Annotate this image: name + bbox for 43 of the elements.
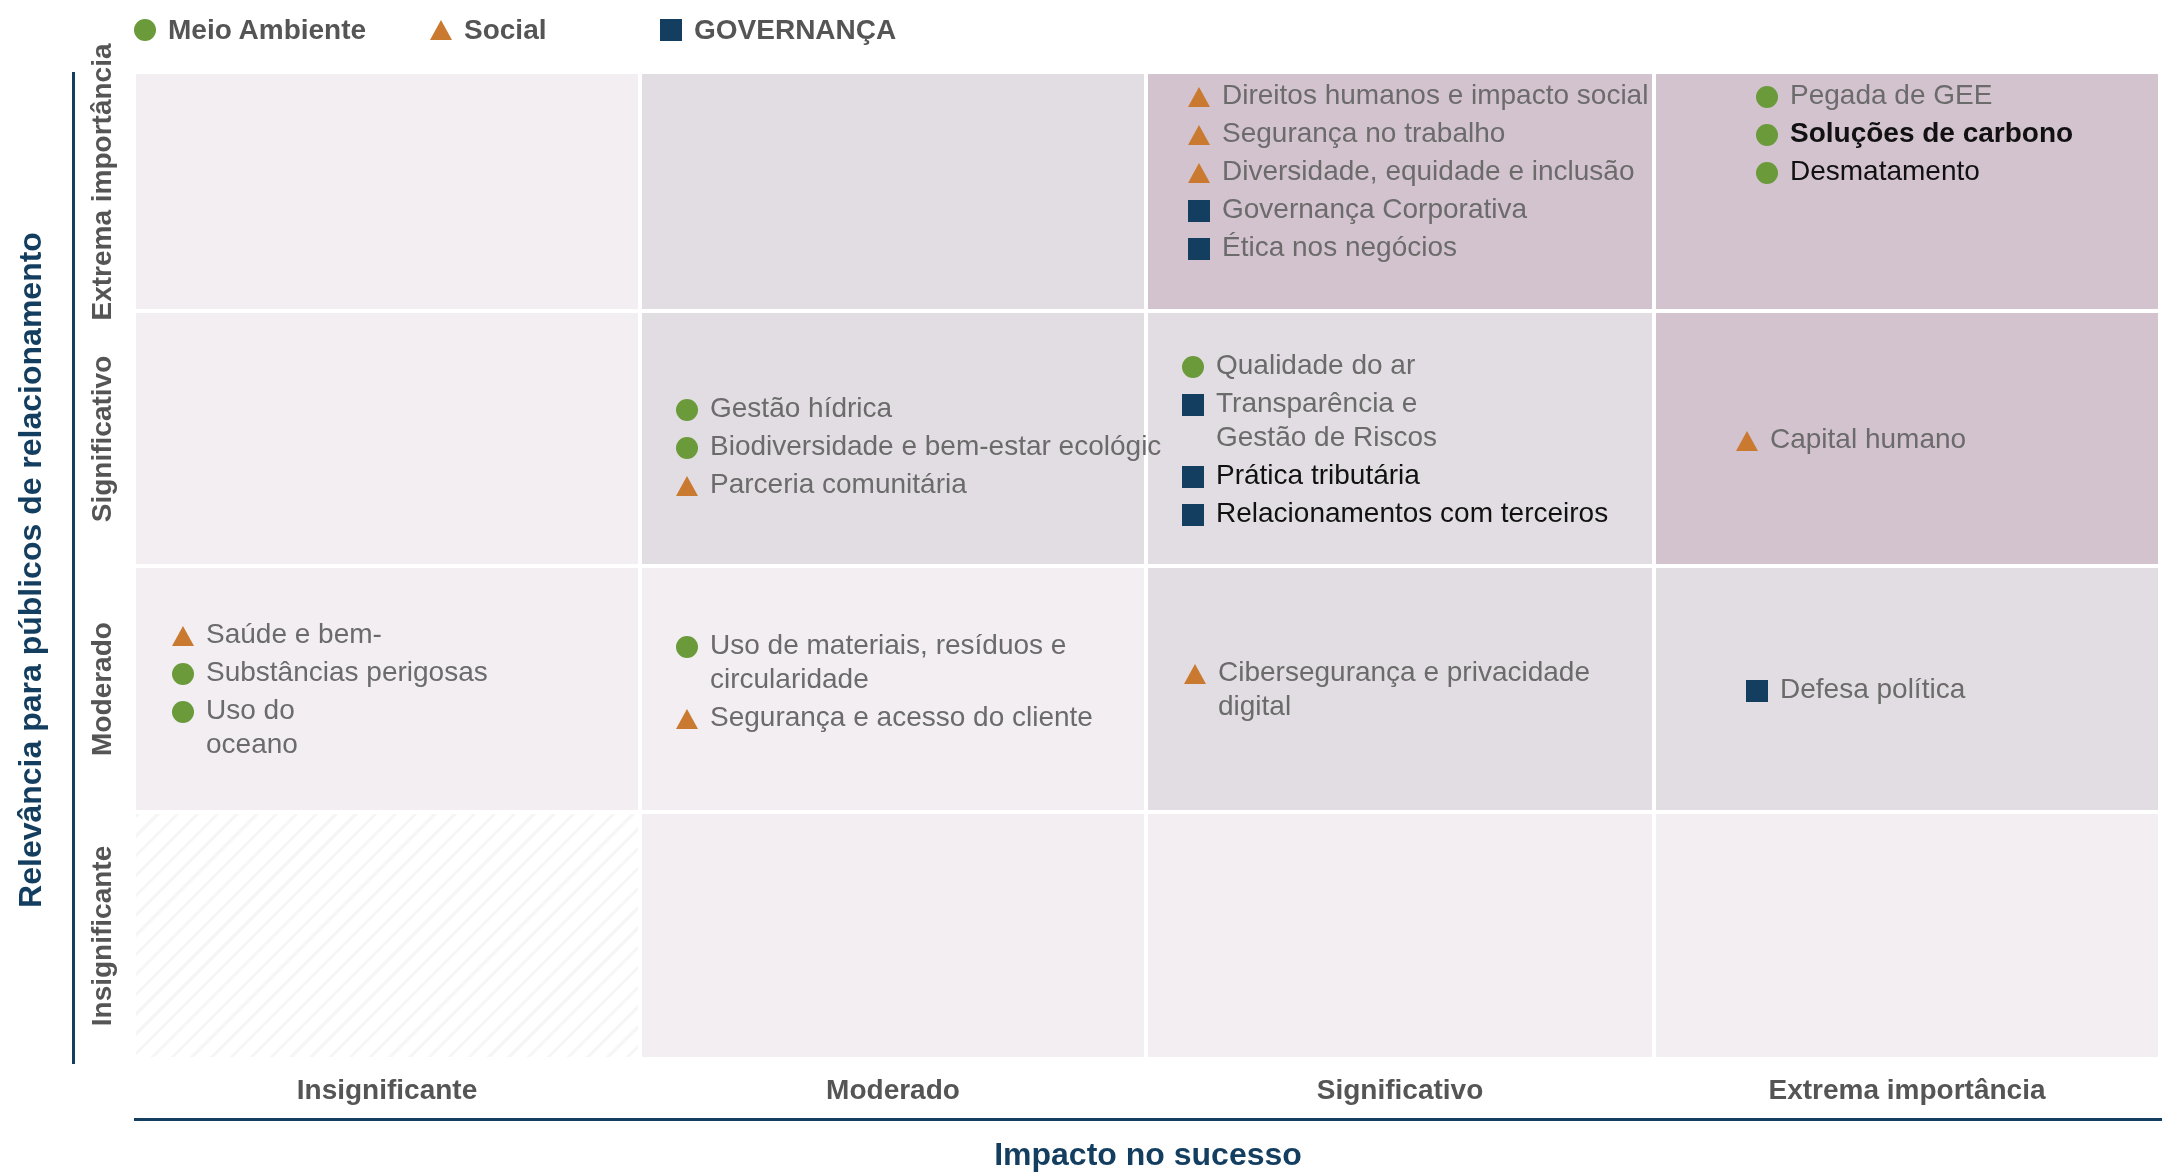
topic-label: Ética nos negócios [1222,230,1458,264]
topic-label: Saúde e bem- [206,617,382,651]
axis-tick-label: Insignificante [85,844,118,1028]
topic-label: Qualidade do ar [1216,347,1416,382]
topic-label: Cibersegurança e privacidade digital [1218,655,1591,723]
axis-tick-label: Moderado [85,621,118,758]
topic-label: Prática tributária [1216,457,1420,492]
legend-label: Meio Ambiente [168,14,367,46]
topic-label: Transparência e Gestão de Riscos [1216,385,1438,454]
matrix-cell [1146,72,1654,311]
axis-tick-label: Moderado [825,1074,961,1106]
topic-label: Soluções de carbono [1790,116,2074,150]
matrix-cell [1146,566,1654,812]
matrix-cell [134,566,640,812]
axis-title: Relevância para públicos de relacionamento [11,231,49,910]
legend-label: Social [464,14,547,46]
legend-label: GOVERNANÇA [694,14,897,46]
axis-tick-label: Insignificante [295,1074,479,1106]
topic-label: Parceria comunitária [710,467,967,501]
topic-label: Diversidade, equidade e inclusão [1222,154,1635,188]
topic-label: Uso do oceano [206,693,299,761]
topic-label: Substâncias perigosas [206,655,488,689]
topic-label: Governança Corporativa [1222,192,1528,226]
topic-label: Gestão hídrica [710,391,893,425]
topic-label: Relacionamentos com terceiros [1216,495,1609,530]
matrix-cell [1654,311,2160,566]
topic-label: Direitos humanos e impacto social [1222,78,1649,112]
matrix-cell [640,566,1146,812]
matrix-cell [1654,72,2160,311]
topic-label: Uso de materiais, resíduos e circularidade [710,628,1068,696]
axis-tick-label: Extrema importância [85,42,118,322]
topic-label: Segurança no trabalho [1222,116,1506,150]
matrix-cell [640,72,1146,311]
axis-title: Impacto no sucesso [993,1136,1303,1173]
topic-label: Biodiversidade e bem-estar ecológic [710,429,1162,463]
topic-label: Pegada de GEE [1790,78,1993,112]
topic-label: Defesa política [1780,672,1966,706]
matrix-cell [1654,566,2160,812]
topic-label: Desmatamento [1790,154,1980,188]
axis-tick-label: Significativo [1315,1074,1485,1106]
axis-tick-label: Extrema importância [1767,1074,2047,1106]
topic-label: Segurança e acesso do cliente [710,700,1093,734]
topic-label: Capital humano [1770,421,1967,456]
